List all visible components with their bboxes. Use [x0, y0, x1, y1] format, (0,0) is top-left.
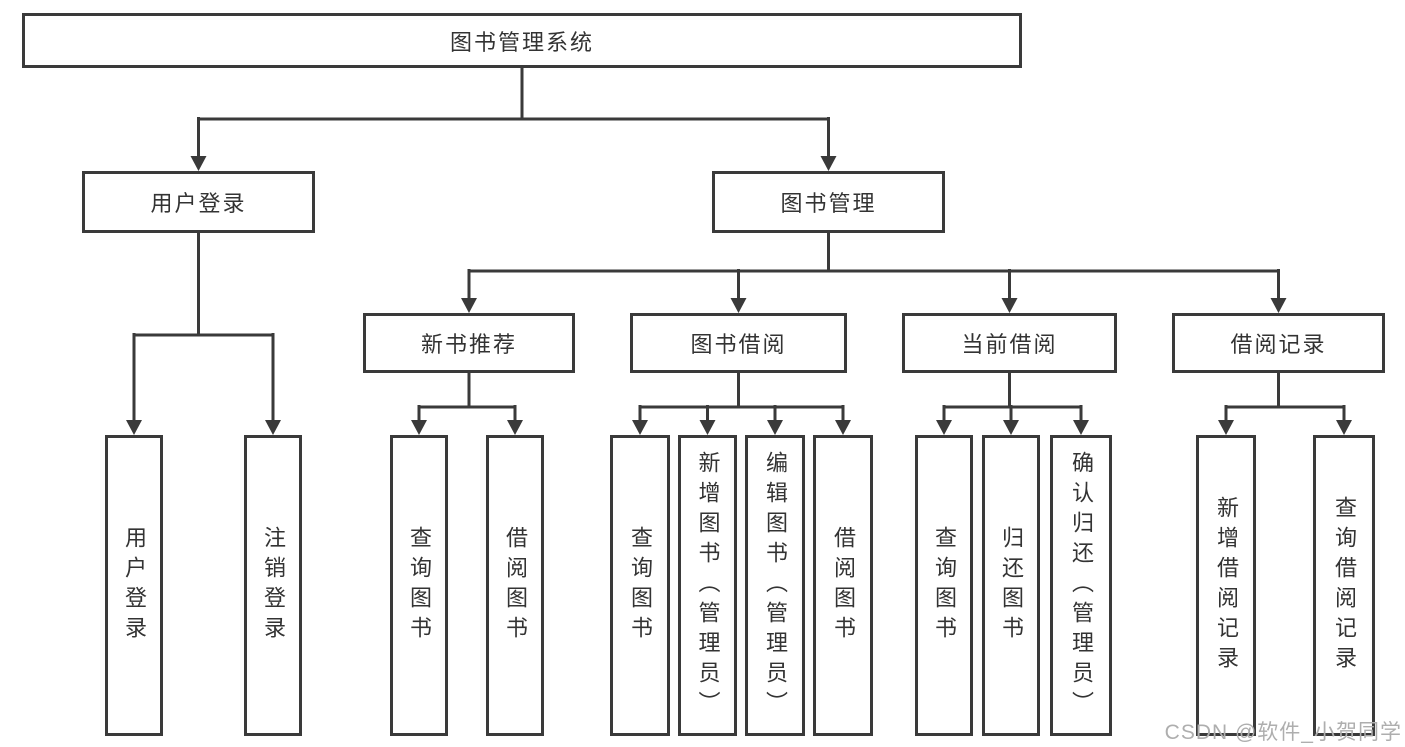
- node-book-management-label: 图书管理: [780, 191, 877, 216]
- node-new-book-recommend-label: 新书推荐: [420, 332, 517, 357]
- node-leaf-borrow-book-1: 借阅图书: [486, 435, 544, 736]
- node-leaf-query-book-2: 查询图书: [610, 435, 670, 736]
- node-leaf-query-borrow-record-label: 查询借阅记录: [1332, 495, 1357, 676]
- node-leaf-logout: 注销登录: [244, 435, 302, 736]
- node-new-book-recommend: 新书推荐: [363, 313, 575, 373]
- node-leaf-edit-book-admin: 编辑图书（管理员）: [745, 435, 805, 736]
- node-leaf-confirm-return-admin: 确认归还（管理员）: [1050, 435, 1112, 736]
- node-leaf-query-book-3: 查询图书: [915, 435, 973, 736]
- node-leaf-query-book-1: 查询图书: [390, 435, 448, 736]
- node-leaf-query-borrow-record: 查询借阅记录: [1313, 435, 1375, 736]
- node-book-borrow-label: 图书借阅: [690, 332, 787, 357]
- node-leaf-return-book-label: 归还图书: [999, 525, 1024, 646]
- node-library-system-label: 图书管理系统: [449, 29, 594, 55]
- node-leaf-return-book: 归还图书: [982, 435, 1040, 736]
- node-leaf-user-login: 用户登录: [105, 435, 163, 736]
- node-leaf-edit-book-admin-label: 编辑图书（管理员）: [763, 450, 788, 721]
- node-leaf-logout-label: 注销登录: [261, 525, 286, 646]
- node-borrow-record: 借阅记录: [1172, 313, 1385, 373]
- node-leaf-user-login-label: 用户登录: [122, 525, 147, 646]
- node-leaf-query-book-2-label: 查询图书: [628, 525, 653, 646]
- node-leaf-query-book-1-label: 查询图书: [407, 525, 432, 646]
- node-leaf-add-borrow-record: 新增借阅记录: [1196, 435, 1256, 736]
- node-user-login-label: 用户登录: [150, 191, 247, 216]
- node-current-borrow: 当前借阅: [902, 313, 1117, 373]
- node-borrow-record-label: 借阅记录: [1230, 332, 1327, 357]
- node-leaf-add-book-admin: 新增图书（管理员）: [678, 435, 737, 736]
- node-leaf-borrow-book-1-label: 借阅图书: [503, 525, 528, 646]
- node-leaf-query-book-3-label: 查询图书: [932, 525, 957, 646]
- csdn-watermark: CSDN @软件_小贺同学: [1164, 721, 1402, 744]
- node-book-borrow: 图书借阅: [630, 313, 847, 373]
- node-leaf-borrow-book-2-label: 借阅图书: [831, 525, 856, 646]
- node-leaf-add-borrow-record-label: 新增借阅记录: [1214, 495, 1239, 676]
- node-library-system: 图书管理系统: [22, 13, 1022, 68]
- node-current-borrow-label: 当前借阅: [961, 332, 1058, 357]
- node-leaf-borrow-book-2: 借阅图书: [813, 435, 873, 736]
- node-book-management: 图书管理: [712, 171, 945, 233]
- node-user-login: 用户登录: [82, 171, 315, 233]
- node-leaf-confirm-return-admin-label: 确认归还（管理员）: [1069, 450, 1094, 721]
- node-leaf-add-book-admin-label: 新增图书（管理员）: [695, 450, 721, 721]
